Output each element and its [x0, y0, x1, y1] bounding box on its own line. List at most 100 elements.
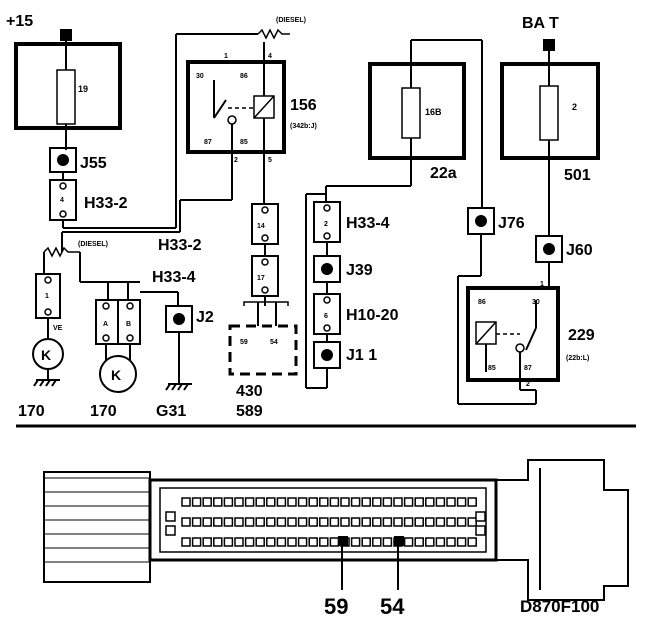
- connector-pin: [403, 537, 414, 547]
- label-relay-229-ref: (22b:L): [566, 355, 589, 362]
- label-22a: 22a: [430, 165, 457, 182]
- label-connector-pin-54: 54: [380, 594, 405, 619]
- connector-mount: [475, 511, 486, 522]
- label-pin-86-229: 86: [478, 299, 486, 306]
- label-conn-17: 17: [257, 275, 265, 282]
- label-170-a: 170: [18, 403, 45, 420]
- connector-pin: [393, 517, 403, 527]
- connector-pin: [456, 537, 467, 547]
- connector-pin: [372, 517, 382, 527]
- connector-pin: [202, 517, 212, 527]
- connector-pin: [446, 497, 456, 507]
- connector-pin: [255, 517, 265, 527]
- connector-pin: [393, 497, 403, 507]
- connector-pin: [467, 517, 477, 527]
- connector-mount: [475, 525, 486, 536]
- fuse-box-19: [14, 29, 122, 150]
- connector-j60: [535, 235, 563, 263]
- connector-14: [251, 203, 279, 245]
- supply-terminal-plus15: [60, 29, 72, 41]
- connector-pin: [319, 517, 329, 527]
- label-pin-30-229: 30: [532, 299, 540, 306]
- label-589: 589: [236, 403, 263, 420]
- label-ecu-pin-54: 54: [270, 339, 278, 346]
- label-motor-k2: K: [111, 367, 121, 383]
- connector-pin: [350, 497, 361, 507]
- connector-pin: [467, 497, 477, 507]
- label-j60: J60: [566, 242, 593, 259]
- connector-mount: [165, 511, 176, 522]
- connector-pin: [287, 517, 297, 527]
- fuse-box-22a: [368, 40, 466, 186]
- connector-pin: [382, 537, 393, 547]
- label-pin-85-156: 85: [240, 139, 248, 146]
- fuse-box-501: [500, 39, 600, 236]
- connector-pin: [414, 497, 424, 507]
- label-fuse-16b: 16B: [425, 107, 442, 117]
- label-diesel-top: (DIESEL): [276, 17, 306, 24]
- connector-j39: [313, 255, 341, 283]
- relay-156: [186, 48, 286, 154]
- connector-pin: [191, 497, 202, 507]
- label-pin-1-156: 1: [224, 53, 228, 60]
- label-pin-86-156: 86: [240, 73, 248, 80]
- connector-j1: [313, 341, 341, 369]
- connector-pin: [319, 537, 329, 547]
- connector-pin: [446, 537, 456, 547]
- connector-pin: [191, 537, 202, 547]
- connector-pin: [234, 537, 244, 547]
- label-pin-87-156: 87: [204, 139, 212, 146]
- connector-pin: [287, 497, 297, 507]
- connector-pin: [255, 537, 265, 547]
- label-conn-6: 6: [324, 313, 328, 320]
- label-conn-ve: VE: [53, 325, 63, 332]
- diesel-bridge-left: [43, 246, 80, 258]
- diesel-bridge-top: [257, 28, 290, 40]
- label-ecu-pin-59: 59: [240, 339, 248, 346]
- connector-pin: [213, 497, 223, 507]
- connector-pin: [319, 497, 329, 507]
- connector-pin: [425, 537, 435, 547]
- label-bat: BA T: [522, 15, 559, 32]
- connector-pin-highlight: [394, 536, 404, 546]
- connector-17: [251, 255, 279, 297]
- connector-pin: [213, 537, 223, 547]
- label-h33-2-top: H33-2: [84, 195, 128, 212]
- label-pin-2-229: 2: [526, 381, 530, 388]
- connector-pin: [276, 517, 287, 527]
- connector-pin: [435, 517, 446, 527]
- connector-pin: [181, 537, 191, 547]
- connector-pin: [382, 497, 393, 507]
- relay-229: [466, 286, 560, 382]
- label-j2: J2: [196, 309, 214, 326]
- label-conn-a: A: [103, 321, 108, 328]
- label-pin-85-229: 85: [488, 365, 496, 372]
- connector-pin: [244, 537, 255, 547]
- label-diesel-left: (DIESEL): [78, 241, 108, 248]
- connector-pin: [266, 537, 276, 547]
- connector-pin: [361, 497, 371, 507]
- label-h33-4-right: H33-4: [346, 215, 390, 232]
- connector-pin: [297, 537, 308, 547]
- connector-mount: [165, 525, 176, 536]
- connector-pin: [467, 537, 477, 547]
- connector-pin-rows: [165, 497, 486, 547]
- connector-pin: [382, 517, 393, 527]
- connector-pin: [308, 537, 318, 547]
- connector-pin: [297, 517, 308, 527]
- connector-a-b: [95, 299, 141, 345]
- connector-pin: [350, 517, 361, 527]
- connector-j76: [467, 207, 495, 235]
- label-j76: J76: [498, 215, 525, 232]
- connector-pin: [456, 517, 467, 527]
- connector-pin-highlight: [338, 536, 348, 546]
- connector-pin: [297, 497, 308, 507]
- label-conn-14: 14: [257, 223, 265, 230]
- connector-pin: [329, 497, 340, 507]
- label-conn-1: 1: [45, 293, 49, 300]
- label-pin-2-156: 2: [234, 157, 238, 164]
- ecu-connector: [43, 459, 629, 601]
- connector-pin: [350, 537, 361, 547]
